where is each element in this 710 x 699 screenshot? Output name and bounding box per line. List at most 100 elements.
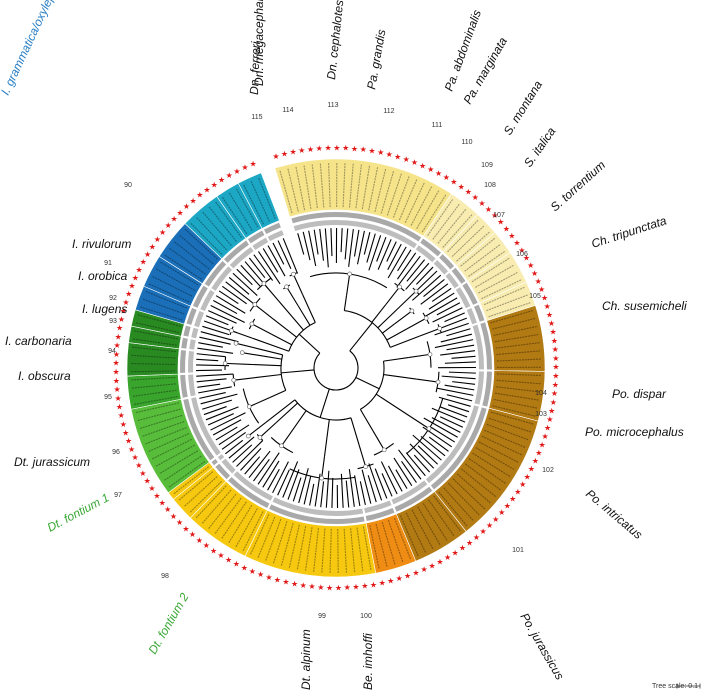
tip-branch <box>225 281 256 306</box>
star-marker: ★ <box>344 583 351 592</box>
backbone-branch <box>297 305 311 326</box>
star-marker: ★ <box>131 453 138 462</box>
star-marker: ★ <box>514 487 521 496</box>
leaf-label-mark <box>328 163 331 208</box>
leaf-label-mark <box>368 167 379 211</box>
species-number-95: 95 <box>104 394 112 401</box>
star-marker: ★ <box>548 319 555 328</box>
species-label-92: I. orobica <box>78 269 128 283</box>
star-marker: ★ <box>541 293 548 302</box>
clade-stem-102 <box>281 427 295 447</box>
leaf-label-mark <box>495 342 540 349</box>
leaf-label-mark <box>488 302 531 318</box>
tip-branch <box>198 386 232 394</box>
backbone-branch <box>382 323 395 334</box>
leaf-label-mark <box>490 310 533 324</box>
tip-branch <box>221 285 247 305</box>
clade-color-ring <box>126 158 546 578</box>
star-marker: ★ <box>443 173 450 182</box>
star-marker: ★ <box>196 536 203 545</box>
leaf-label-mark <box>221 501 247 539</box>
root-branch <box>349 322 373 352</box>
tip-branch <box>368 463 383 501</box>
leaf-label-mark <box>132 346 176 353</box>
star-marker: ★ <box>159 228 166 237</box>
tip-branch <box>308 230 317 267</box>
star-marker: ★ <box>249 160 256 169</box>
star-marker: ★ <box>233 167 240 176</box>
support-node <box>437 326 443 331</box>
star-marker: ★ <box>153 491 160 500</box>
clade-stem-103 <box>259 422 277 438</box>
star-marker: ★ <box>114 341 121 350</box>
star-marker: ★ <box>503 224 510 233</box>
tip-branch <box>248 450 271 479</box>
backbone-branch <box>293 410 307 429</box>
leaf-label-mark <box>257 516 276 558</box>
leaf-label-mark <box>468 250 505 277</box>
leaf-label-mark <box>208 493 237 529</box>
star-marker: ★ <box>436 557 443 566</box>
gray-ring-outer-105 <box>183 398 215 461</box>
star-marker: ★ <box>539 440 546 449</box>
star-marker: ★ <box>128 281 135 290</box>
species-number-99: 99 <box>318 613 326 620</box>
support-node <box>426 426 432 431</box>
backbone-branch <box>271 317 297 338</box>
leaf-label-mark <box>361 165 371 210</box>
star-marker: ★ <box>165 221 172 230</box>
gray-ring-inner-108 <box>189 339 196 350</box>
tip-branch <box>386 241 397 262</box>
leaf-label-mark <box>135 322 180 334</box>
species-number-101: 101 <box>512 547 524 554</box>
star-marker: ★ <box>159 498 166 507</box>
species-label-98: Dt. fontium 2 <box>145 590 191 656</box>
clade-stem-99 <box>372 430 385 451</box>
leaf-label-mark <box>422 503 448 541</box>
tip-branch <box>240 448 262 471</box>
support-node <box>279 443 284 449</box>
tip-branch <box>218 424 250 446</box>
star-marker: ★ <box>120 306 127 315</box>
star-marker: ★ <box>546 310 553 319</box>
gray-ring-outer-93 <box>451 267 466 284</box>
species-label-109: S. montana <box>501 78 546 138</box>
leaf-label-mark <box>475 264 514 288</box>
tip-branch <box>397 249 412 272</box>
gray-ring-outer-104 <box>211 458 218 466</box>
tip-branch <box>434 322 469 336</box>
tip-branch <box>381 473 393 497</box>
species-number-97: 97 <box>114 492 122 499</box>
species-label-107: S. torrentium <box>548 158 608 214</box>
gray-ring-inner-94 <box>455 287 471 309</box>
star-marker: ★ <box>113 376 120 385</box>
star-marker: ★ <box>233 560 240 569</box>
star-marker: ★ <box>550 398 557 407</box>
star-marker: ★ <box>524 472 531 481</box>
species-number-107: 107 <box>493 212 505 219</box>
star-marker: ★ <box>291 580 298 589</box>
star-marker: ★ <box>480 527 487 536</box>
leaf-label-mark <box>140 306 183 321</box>
star-marker: ★ <box>527 261 534 270</box>
star-marker: ★ <box>136 265 143 274</box>
tip-branch <box>313 229 319 255</box>
leaf-label-mark <box>135 402 179 414</box>
leaf-label-mark <box>304 527 313 571</box>
tip-branch <box>196 358 219 362</box>
gray-ring-inner-112 <box>211 266 232 291</box>
tip-branch <box>236 440 264 467</box>
leaf-label-mark <box>416 190 440 229</box>
star-marker: ★ <box>486 521 493 530</box>
leaf-label-mark <box>145 427 187 445</box>
tip-branch <box>359 481 366 506</box>
leaf-label-mark <box>184 476 218 507</box>
tip-branch <box>272 461 289 494</box>
tip-branch <box>396 252 417 280</box>
gray-ring-inner-113 <box>229 247 254 269</box>
star-marker: ★ <box>379 579 386 588</box>
tip-branch <box>196 378 227 383</box>
leaf-label-mark <box>215 201 242 238</box>
tip-branch <box>438 396 471 407</box>
species-label-95: I. obscura <box>18 369 71 383</box>
